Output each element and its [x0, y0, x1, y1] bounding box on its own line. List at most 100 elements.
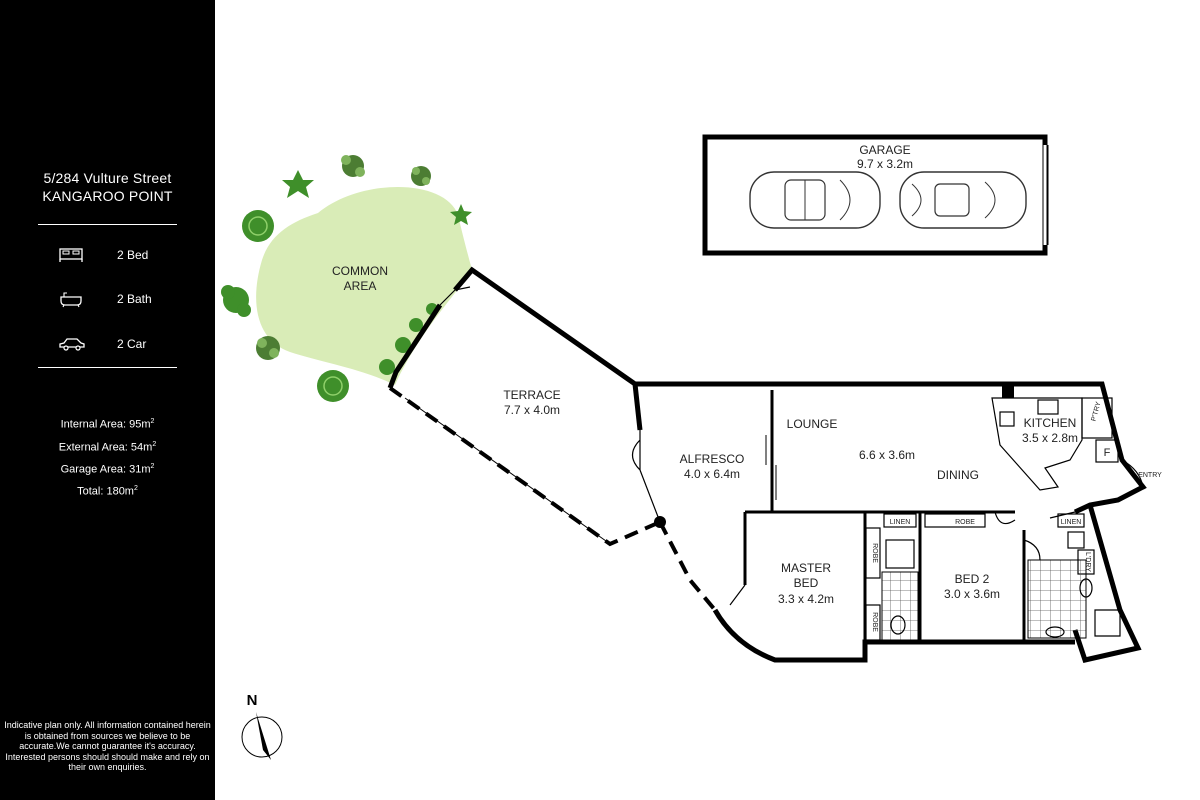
plant-icon	[317, 370, 349, 402]
plant-icon	[282, 170, 314, 198]
alfresco-wall	[632, 383, 643, 431]
plant-icon	[379, 303, 438, 375]
svg-text:ROBE: ROBE	[955, 519, 975, 526]
svg-text:3.5 x 2.8m: 3.5 x 2.8m	[1022, 431, 1078, 445]
svg-text:9.7 x 3.2m: 9.7 x 3.2m	[857, 157, 913, 171]
shower-icon	[885, 539, 915, 569]
apartment-wall-south	[712, 608, 1075, 663]
plant-icon	[242, 210, 274, 242]
linen-cupboard-2	[1057, 513, 1085, 528]
bathroom-shower	[1094, 609, 1121, 637]
basin-icon	[1045, 626, 1065, 638]
common-area-label: COMMON AREA	[332, 264, 388, 293]
bathroom-tiles	[1027, 559, 1087, 639]
alfresco-edge	[639, 469, 661, 523]
svg-text:ALFRESCO: ALFRESCO	[680, 452, 745, 466]
svg-text:3.0 x 3.6m: 3.0 x 3.6m	[944, 587, 1000, 601]
cooktop-icon	[1037, 399, 1059, 415]
svg-text:LINEN: LINEN	[1061, 519, 1082, 526]
fridge-label: F	[1104, 447, 1111, 459]
fridge-space	[1095, 439, 1119, 463]
car-icon	[749, 171, 881, 229]
column	[654, 516, 666, 528]
svg-text:3.3 x 4.2m: 3.3 x 4.2m	[778, 592, 834, 606]
svg-text:7.7 x 4.0m: 7.7 x 4.0m	[504, 403, 560, 417]
alfresco-glass-balustrade	[658, 521, 717, 612]
terrace-wall-north	[453, 266, 637, 387]
disclaimer-text: Indicative plan only. All information co…	[4, 720, 211, 772]
master-window	[729, 584, 746, 606]
kitchen-label: KITCHEN 3.5 x 2.8m	[1022, 416, 1078, 445]
alfresco-door[interactable]	[631, 430, 641, 471]
svg-text:AREA: AREA	[344, 279, 377, 293]
robe-master-2	[865, 604, 881, 641]
svg-text:L'DRY: L'DRY	[1084, 552, 1091, 572]
svg-text:COMMON: COMMON	[332, 264, 388, 278]
feature-car: 2 Car	[0, 333, 215, 357]
toilet-icon	[1079, 578, 1093, 598]
svg-text:ROBE: ROBE	[871, 543, 878, 563]
plant-icon	[450, 204, 472, 225]
car-icon	[59, 338, 85, 351]
internal-area: Internal Area: 95m2	[60, 418, 155, 431]
terrace-label: TERRACE 7.7 x 4.0m	[503, 388, 560, 417]
plant-icon	[256, 336, 280, 360]
garage-label: GARAGE 9.7 x 3.2m	[857, 143, 913, 171]
bathroom-door[interactable]	[1023, 539, 1041, 561]
plant-icon	[411, 166, 431, 186]
plant-icon	[221, 285, 251, 317]
feature-bed-label: 2 Bed	[117, 248, 149, 262]
bed2-door[interactable]	[994, 511, 1016, 525]
floor-plan: COMMON AREA GARAGE 9.7 x 3.2m	[221, 134, 1162, 760]
north-arrow: N	[241, 692, 283, 760]
garage-area: Garage Area: 31m2	[60, 463, 155, 476]
sink-icon	[999, 411, 1015, 427]
pantry-label: P'TRY	[1091, 401, 1103, 422]
car-icon	[899, 171, 1027, 229]
terrace-gate[interactable]	[439, 286, 471, 306]
bath-icon	[60, 292, 82, 308]
bed2-label: BED 2 3.0 x 3.6m	[944, 572, 1000, 601]
pantry	[1081, 397, 1113, 439]
apartment-wall-east	[1072, 504, 1142, 663]
alfresco-label: ALFRESCO 4.0 x 6.4m	[680, 452, 745, 481]
robe-bed2	[924, 513, 986, 528]
svg-text:TERRACE: TERRACE	[503, 388, 560, 402]
feature-car-label: 2 Car	[117, 337, 147, 351]
external-area: External Area: 54m2	[58, 441, 157, 454]
info-sidebar: 5/284 Vulture Street KANGAROO POINT 2 Be…	[0, 0, 215, 800]
svg-text:LINEN: LINEN	[890, 519, 911, 526]
toilet-icon	[890, 615, 906, 635]
plant-icon	[341, 155, 365, 177]
total-area: Total: 180m2	[77, 485, 138, 498]
dining-label: DINING	[937, 468, 979, 482]
linen-wall	[1049, 511, 1076, 519]
address-street: 5/284 Vulture Street	[43, 170, 172, 186]
entry-door[interactable]	[1121, 459, 1144, 488]
feature-bed: 2 Bed	[0, 244, 215, 268]
svg-text:4.0 x 6.4m: 4.0 x 6.4m	[684, 467, 740, 481]
feature-bath: 2 Bath	[0, 288, 215, 312]
svg-text:GARAGE: GARAGE	[859, 143, 910, 157]
bed-icon	[59, 248, 83, 262]
balustrade-line	[404, 397, 607, 542]
svg-text:BED: BED	[794, 576, 819, 590]
lounge-label: LOUNGE	[787, 417, 838, 431]
column	[1002, 386, 1014, 398]
address-suburb: KANGAROO POINT	[42, 188, 173, 204]
divider	[38, 367, 177, 368]
robe-master-1	[865, 527, 881, 579]
svg-text:KITCHEN: KITCHEN	[1024, 416, 1077, 430]
washing-machine-icon	[1067, 531, 1085, 549]
svg-text:ROBE: ROBE	[871, 612, 878, 632]
terrace-wall-west	[387, 303, 443, 389]
ensuite-tiles	[881, 571, 919, 641]
linen-cupboard	[883, 513, 917, 528]
compass-needle-icon	[256, 712, 271, 760]
entry-label: ENTRY	[1138, 472, 1162, 479]
svg-text:N: N	[247, 692, 258, 709]
master-bed-label: MASTER BED 3.3 x 4.2m	[778, 561, 834, 606]
svg-text:BED 2: BED 2	[955, 572, 990, 586]
lounge-dining-dims: 6.6 x 3.6m	[859, 448, 915, 462]
svg-text:MASTER: MASTER	[781, 561, 831, 575]
